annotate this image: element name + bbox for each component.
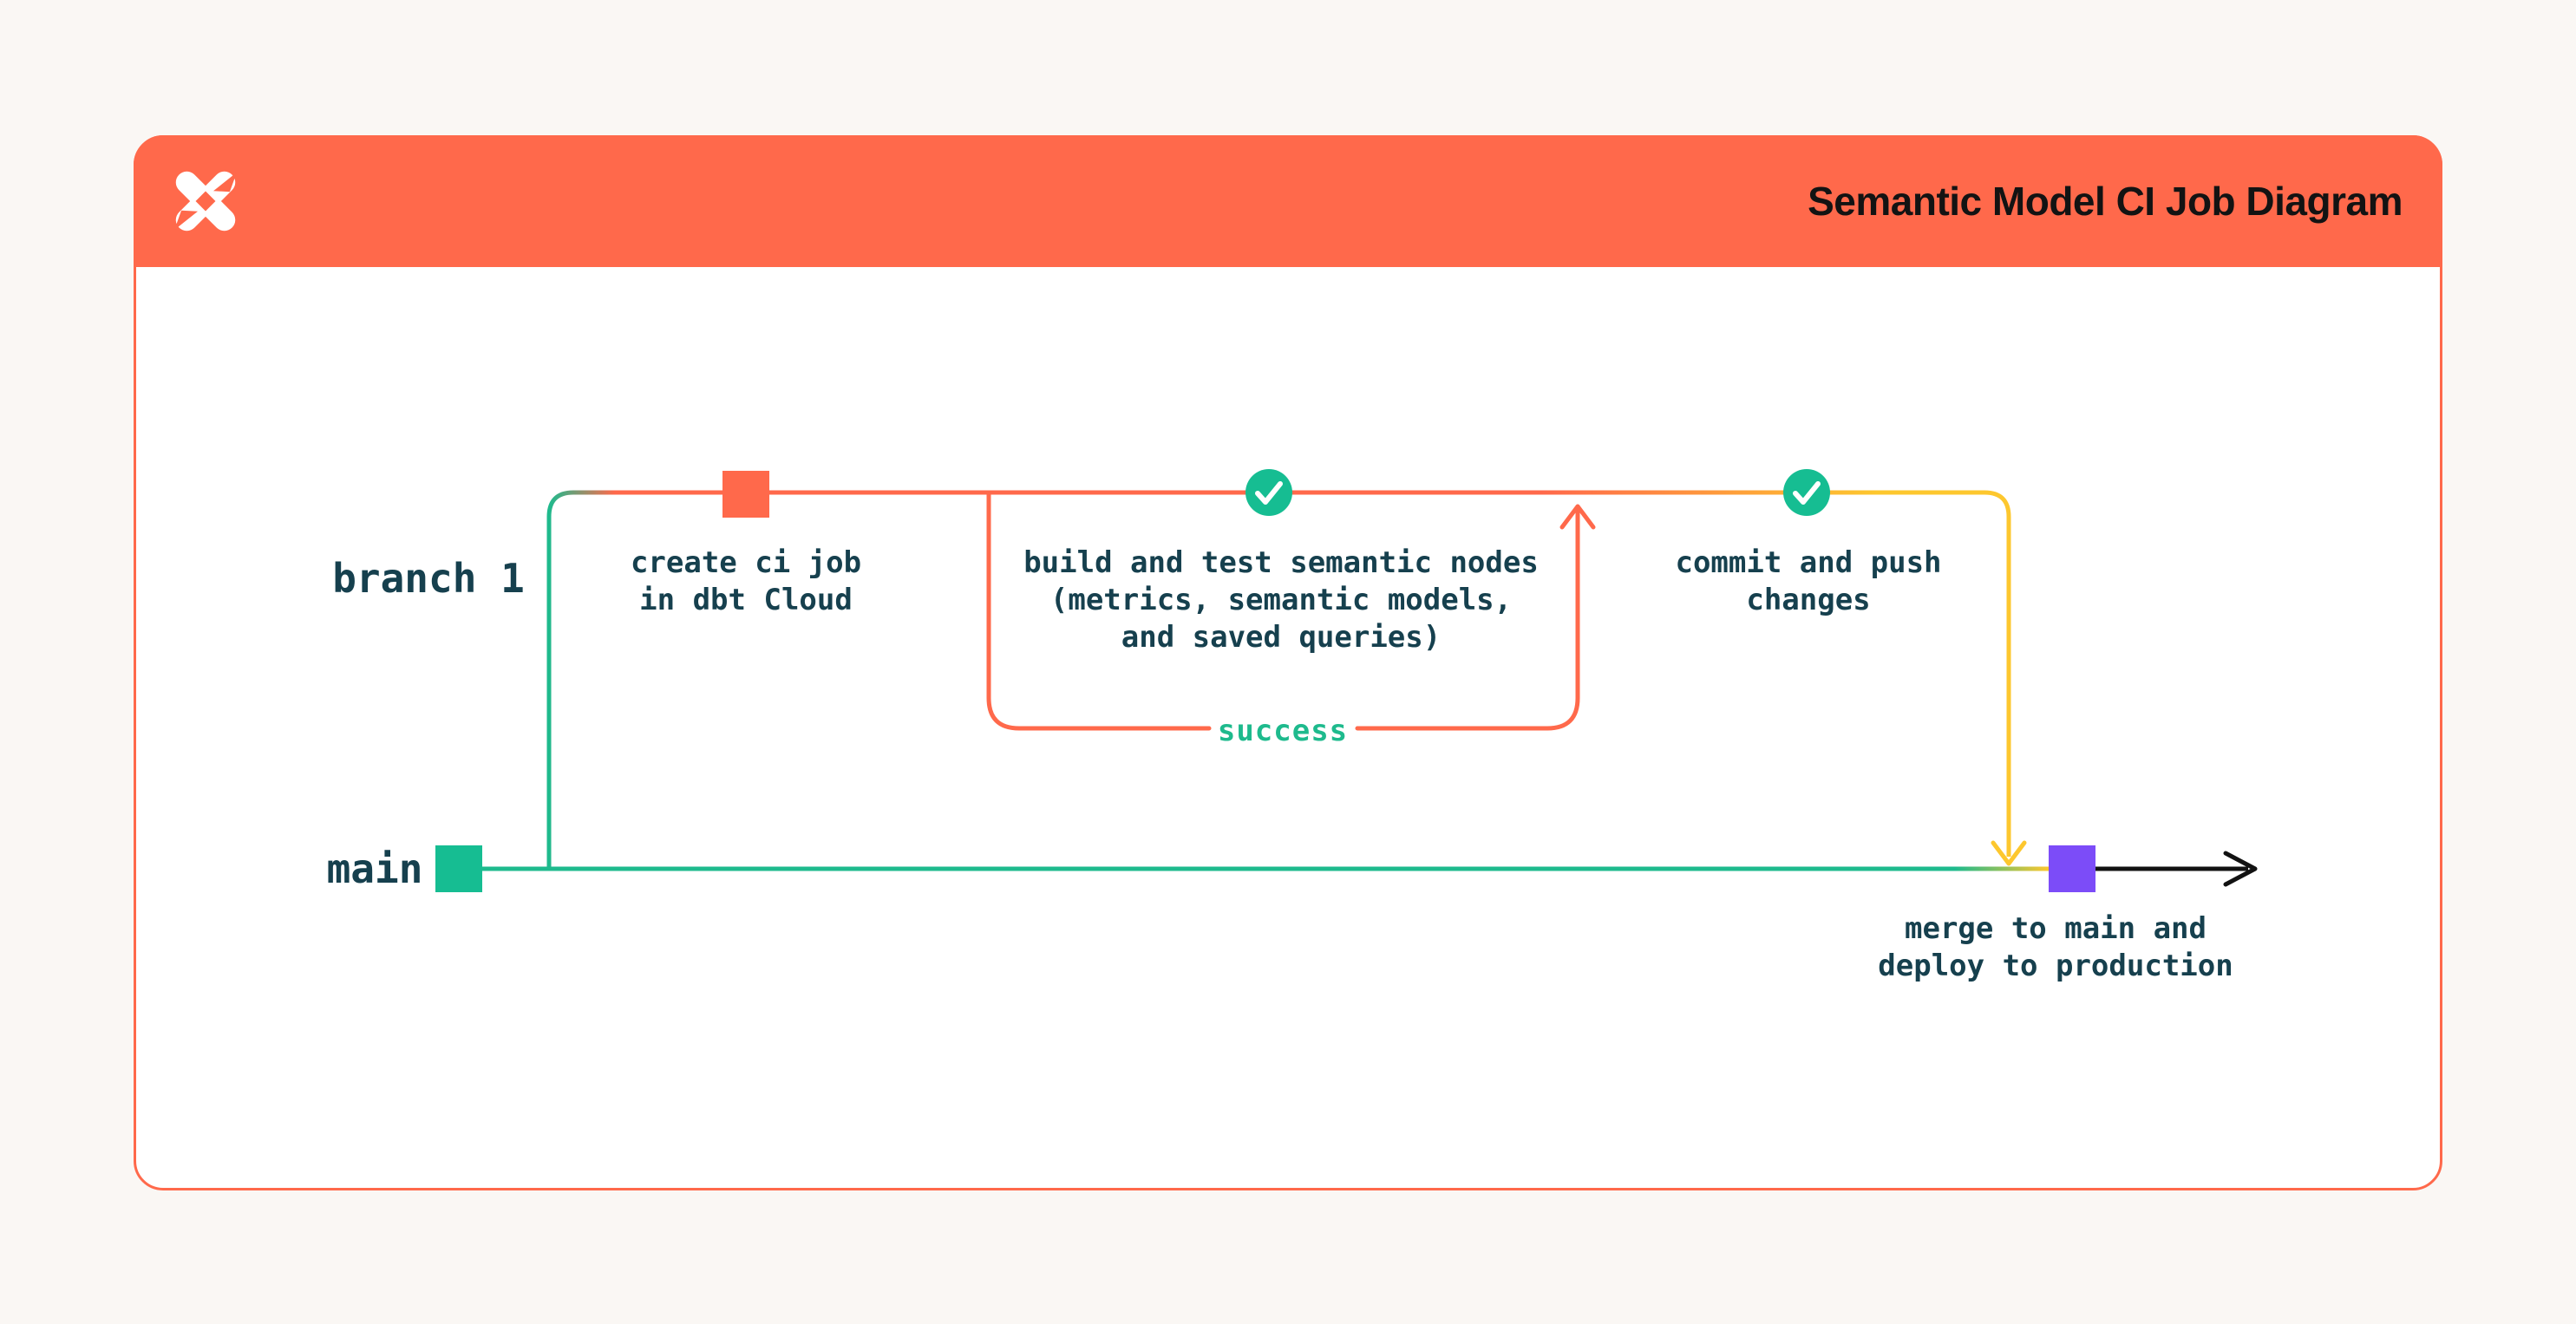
- label-line: (metrics, semantic models,: [1049, 583, 1513, 617]
- dbt-logo-icon: [167, 162, 245, 240]
- diagram-card: Semantic Model CI Job Diagram: [134, 135, 2442, 1190]
- check-circle-build-test-icon: [1246, 469, 1292, 516]
- branch-1-label: branch 1: [332, 555, 525, 602]
- node-label-create-ci: create ci job in dbt Cloud: [631, 545, 861, 619]
- card-header: Semantic Model CI Job Diagram: [134, 135, 2442, 267]
- label-line: deploy to production: [1878, 949, 2233, 983]
- success-label: success: [1217, 714, 1349, 748]
- check-circle-commit-push-icon: [1783, 469, 1830, 516]
- node-label-merge-deploy: merge to main and deploy to production: [1878, 910, 2233, 985]
- label-line: create ci job: [630, 545, 862, 580]
- label-line: changes: [1746, 583, 1871, 617]
- deploy-arrowhead-icon: [2223, 851, 2258, 887]
- commit-square-main-start: [435, 845, 482, 892]
- page-title: Semantic Model CI Job Diagram: [1808, 179, 2403, 224]
- merge-arrowhead-icon: [1991, 840, 2027, 866]
- label-line: commit and push: [1675, 545, 1942, 580]
- label-line: in dbt Cloud: [639, 583, 853, 617]
- success-loop-right: [1355, 507, 1580, 731]
- label-line: build and test semantic nodes: [1023, 545, 1539, 580]
- main-label: main: [326, 845, 423, 892]
- success-arrowhead-icon: [1559, 504, 1596, 530]
- success-loop-left: [986, 492, 1212, 731]
- node-label-commit-push: commit and push changes: [1675, 545, 1941, 619]
- commit-square-merge: [2049, 845, 2095, 892]
- commit-square-create-ci: [722, 471, 769, 518]
- node-label-build-test: build and test semantic nodes (metrics, …: [1023, 545, 1539, 656]
- label-line: merge to main and: [1905, 911, 2207, 946]
- label-line: and saved queries): [1121, 620, 1442, 655]
